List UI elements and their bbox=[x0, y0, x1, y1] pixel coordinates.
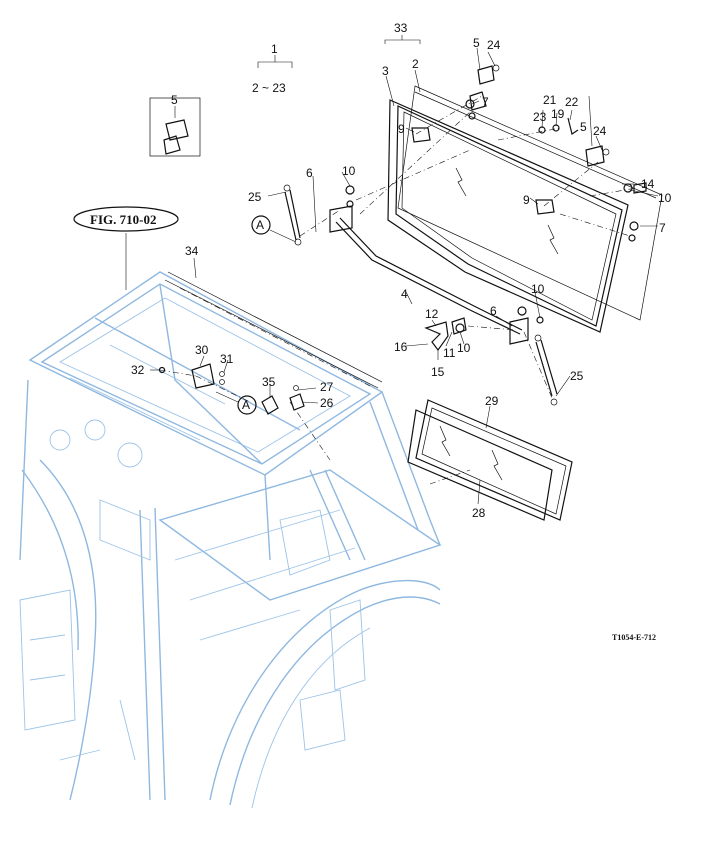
handle-grip bbox=[451, 317, 467, 335]
callout-27: 27 bbox=[320, 380, 334, 394]
callout-31: 31 bbox=[220, 352, 234, 366]
alignment-lines bbox=[159, 95, 637, 485]
assembly-range: 2 ~ 23 bbox=[252, 81, 286, 95]
view-marker-2: A bbox=[242, 398, 250, 412]
group-33: 33 bbox=[394, 21, 408, 35]
view-marker-circle-1 bbox=[251, 215, 271, 235]
callout-11: 11 bbox=[443, 346, 456, 360]
callout-9-b: 9 bbox=[523, 193, 530, 207]
callout-26: 26 bbox=[320, 396, 334, 410]
leader-lines bbox=[125, 35, 659, 505]
callout-14: 14 bbox=[641, 177, 655, 191]
callout-19: 19 bbox=[551, 107, 565, 121]
callout-15: 15 bbox=[431, 365, 445, 379]
callout-6-b: 6 bbox=[490, 304, 497, 318]
callout-34: 34 bbox=[185, 244, 199, 258]
callout-22: 22 bbox=[565, 95, 579, 109]
gas-strut-left bbox=[283, 184, 302, 246]
callout-labels: 3 2 5 24 7 9 21 22 23 19 5 24 10 6 25 9 … bbox=[131, 36, 672, 520]
callout-4: 4 bbox=[401, 287, 408, 301]
hinge-inset bbox=[149, 97, 201, 157]
hinge-upper-right bbox=[585, 145, 610, 167]
side-window-assembly bbox=[407, 399, 573, 521]
callout-30: 30 bbox=[195, 343, 209, 357]
drawing-code: T1054-E-712 bbox=[612, 633, 656, 642]
inset-label: 5 bbox=[171, 93, 178, 107]
callout-25-a: 25 bbox=[248, 190, 262, 204]
callout-2: 2 bbox=[412, 57, 419, 71]
callout-21: 21 bbox=[543, 93, 557, 107]
callout-3: 3 bbox=[382, 64, 389, 78]
callout-28: 28 bbox=[472, 506, 486, 520]
callout-10-c: 10 bbox=[531, 282, 545, 296]
cab-frame bbox=[19, 271, 442, 809]
callout-23: 23 bbox=[533, 110, 547, 124]
callout-5-a: 5 bbox=[473, 36, 480, 50]
view-marker-1: A bbox=[256, 218, 264, 232]
callout-9-a: 9 bbox=[398, 122, 405, 136]
bracket-left bbox=[329, 205, 353, 233]
callout-12: 12 bbox=[425, 307, 439, 321]
gas-strut-right bbox=[534, 334, 558, 406]
callout-24-a: 24 bbox=[487, 38, 501, 52]
callout-32: 32 bbox=[131, 363, 145, 377]
latch-right bbox=[535, 199, 555, 215]
callout-29: 29 bbox=[485, 394, 499, 408]
hinge-upper-left bbox=[469, 64, 500, 111]
callout-10-b: 10 bbox=[658, 191, 672, 205]
callout-25-b: 25 bbox=[570, 369, 584, 383]
callout-16: 16 bbox=[394, 340, 408, 354]
assembly-number: 1 bbox=[271, 42, 278, 56]
callout-5-b: 5 bbox=[580, 120, 587, 134]
callout-7-a: 7 bbox=[482, 95, 489, 109]
callout-10-d: 10 bbox=[457, 341, 471, 355]
callout-6-a: 6 bbox=[306, 166, 313, 180]
view-marker-circle-2 bbox=[237, 395, 257, 415]
fig-ref-oval bbox=[73, 206, 179, 232]
rear-window-assembly bbox=[335, 85, 663, 335]
bracket-right bbox=[509, 317, 529, 345]
latch-left bbox=[411, 127, 431, 143]
callout-35: 35 bbox=[262, 375, 276, 389]
roof-brackets bbox=[158, 363, 305, 415]
callout-10-a: 10 bbox=[342, 164, 356, 178]
figure-reference: FIG. 710-02 bbox=[90, 212, 156, 227]
callout-24-b: 24 bbox=[593, 124, 607, 138]
callout-7-b: 7 bbox=[659, 221, 666, 235]
